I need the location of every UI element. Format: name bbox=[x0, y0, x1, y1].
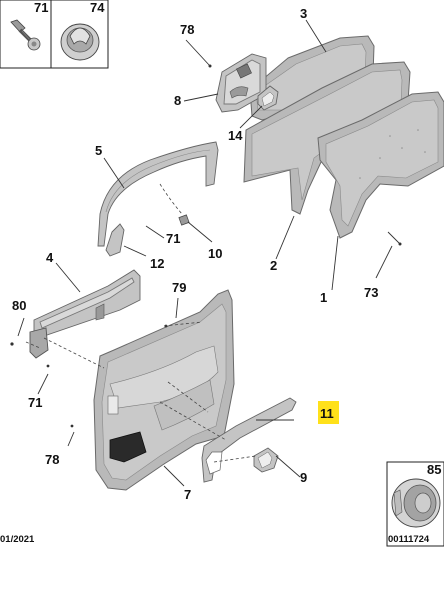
panel-1-texture-dots bbox=[359, 129, 426, 179]
callout-8: 8 bbox=[174, 93, 181, 108]
inset-74: 74 bbox=[50, 0, 109, 69]
callout-11: 11 bbox=[320, 406, 334, 421]
reference-code: 00111724 bbox=[388, 534, 430, 545]
callout-4: 4 bbox=[46, 250, 54, 265]
trim-strip-5 bbox=[97, 141, 219, 247]
callout-71-bottom: 71 bbox=[28, 395, 42, 410]
inset-71: 71 bbox=[0, 0, 52, 69]
panel-1 bbox=[317, 91, 444, 239]
inset-85: 85 00111724 bbox=[386, 461, 444, 547]
callout-79: 79 bbox=[172, 280, 186, 295]
callout-12: 12 bbox=[150, 256, 164, 271]
callout-80: 80 bbox=[12, 298, 26, 313]
callout-78-bottom: 78 bbox=[45, 452, 59, 467]
cover-12 bbox=[105, 223, 125, 257]
screw-icon bbox=[10, 19, 41, 51]
callout-2: 2 bbox=[270, 258, 277, 273]
callout-74-inset: 74 bbox=[90, 0, 105, 15]
handle-bezel-8 bbox=[215, 53, 267, 113]
highlight-11: 11 bbox=[318, 401, 339, 424]
callout-78-top: 78 bbox=[180, 22, 194, 37]
callout-1: 1 bbox=[320, 290, 327, 305]
bezel-9 bbox=[253, 447, 279, 473]
callout-10: 10 bbox=[208, 246, 222, 261]
callout-71-inset: 71 bbox=[34, 0, 48, 15]
clip-icon bbox=[60, 23, 100, 61]
insert-14 bbox=[257, 85, 279, 111]
armrest-11 bbox=[201, 397, 297, 483]
callout-71-mid: 71 bbox=[166, 231, 180, 246]
callout-5: 5 bbox=[95, 143, 102, 158]
callout-3: 3 bbox=[300, 6, 307, 21]
callout-9: 9 bbox=[300, 470, 307, 485]
leader-lines bbox=[10, 19, 402, 487]
callout-14: 14 bbox=[228, 128, 243, 143]
callout-7: 7 bbox=[184, 487, 191, 502]
callout-73: 73 bbox=[364, 285, 378, 300]
speaker-grommet-icon bbox=[391, 478, 441, 528]
rail-4 bbox=[29, 269, 141, 359]
door-panel-7 bbox=[93, 289, 235, 491]
footer-date: 01/2021 bbox=[0, 534, 35, 545]
clip-10 bbox=[178, 214, 190, 226]
callouts: 78 3 8 14 5 71 12 10 2 1 73 4 80 79 71 7… bbox=[12, 6, 378, 502]
highlight-box bbox=[318, 401, 339, 424]
callout-85-inset: 85 bbox=[427, 462, 441, 477]
